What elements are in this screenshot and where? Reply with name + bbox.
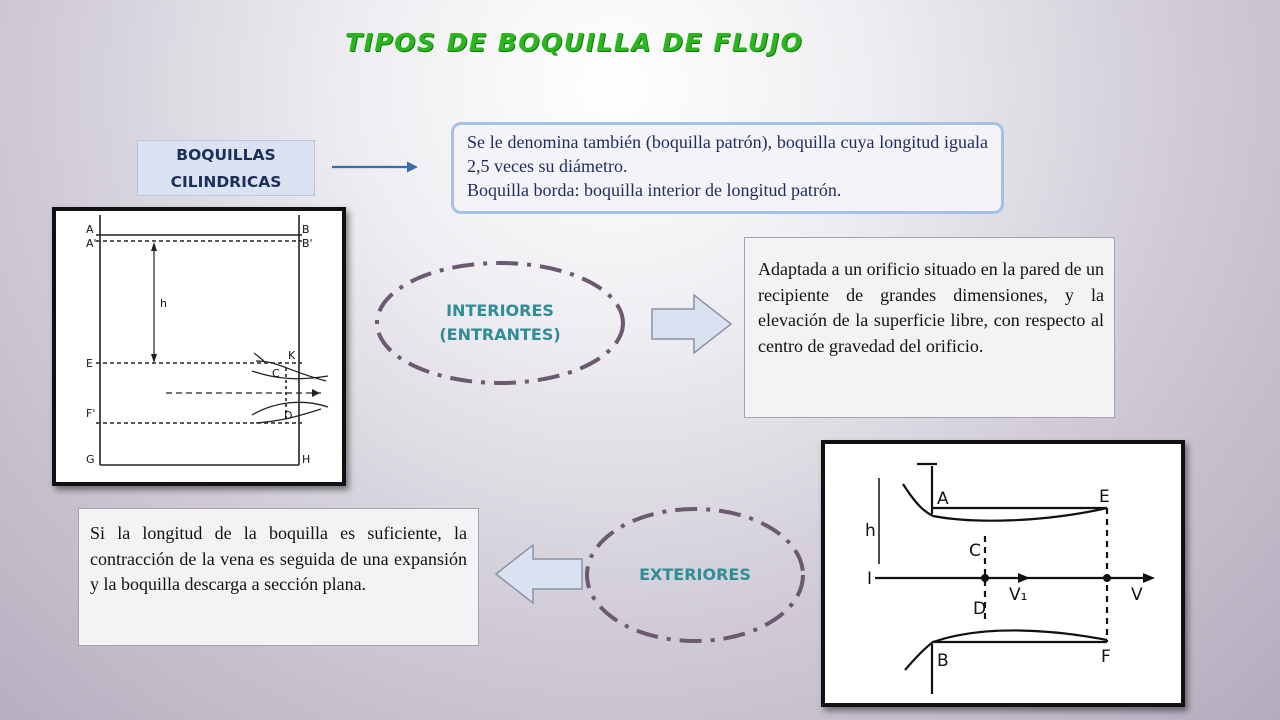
interiores-label-line2: (ENTRANTES) <box>439 325 561 344</box>
exteriores-block-arrow <box>494 543 583 605</box>
fig1-label-c: C <box>272 367 280 380</box>
exteriores-dashed-ellipse <box>585 507 805 643</box>
fig2-label-f: F <box>1101 647 1111 667</box>
cilindricas-label-box: BOQUILLAS CILINDRICAS <box>137 140 315 196</box>
page-title: TIPOS DE BOQUILLA DE FLUJO <box>345 28 804 57</box>
fig2-label-b: B <box>937 651 949 671</box>
interiores-dashed-ellipse <box>375 261 625 385</box>
fig1-label-e: E <box>86 357 93 370</box>
fig2-label-v1: V₁ <box>1009 585 1027 605</box>
fig1-label-g: G <box>86 453 95 466</box>
interiores-block-arrow <box>651 293 733 355</box>
fig2-label-h: h <box>865 521 876 541</box>
fig2-label-c: C <box>969 541 981 561</box>
cilindricas-description-line2: Boquilla borda: boquilla interior de lon… <box>467 180 842 200</box>
fig1-label-h: h <box>160 297 167 310</box>
fig1-label-h-corner: H <box>302 453 310 466</box>
exteriores-description: Si la longitud de la boquilla es suficie… <box>78 508 479 646</box>
fig1-label-d: D <box>284 409 292 422</box>
fig1-label-k: K <box>288 349 296 362</box>
cilindricas-label-line1: BOQUILLAS <box>176 146 276 164</box>
fig1-label-a: A <box>86 223 94 236</box>
fig2-label-e: E <box>1099 487 1110 507</box>
interiores-label-line1: INTERIORES <box>446 301 554 320</box>
interior-nozzle-drawing: A A' B B' h E K C F' D G H <box>86 215 329 466</box>
cilindricas-arrow <box>332 161 418 173</box>
interior-nozzle-figure: A A' B B' h E K C F' D G H <box>52 207 346 486</box>
cilindricas-description: Se le denomina también (boquilla patrón)… <box>451 122 1004 214</box>
fig1-label-a-prime: A' <box>86 237 97 250</box>
exteriores-label: EXTERIORES <box>639 565 751 584</box>
interiores-description: Adaptada a un orificio situado en la par… <box>744 237 1115 418</box>
fig1-label-f-prime: F' <box>86 407 95 420</box>
fig2-label-v: V <box>1131 585 1143 605</box>
cilindricas-label-line2: CILINDRICAS <box>170 173 282 191</box>
exterior-nozzle-figure: A E h C I V₁ V D B F <box>821 440 1185 707</box>
fig1-label-b: B <box>302 223 310 236</box>
fig1-label-b-prime: B' <box>302 237 313 250</box>
exterior-nozzle-drawing: A E h C I V₁ V D B F <box>865 462 1155 694</box>
fig2-label-d: D <box>973 599 986 619</box>
interiores-label: INTERIORES (ENTRANTES) <box>400 299 600 347</box>
fig2-label-i: I <box>867 569 872 589</box>
fig2-label-a: A <box>937 489 949 509</box>
cilindricas-description-line1: Se le denomina también (boquilla patrón)… <box>467 132 988 176</box>
